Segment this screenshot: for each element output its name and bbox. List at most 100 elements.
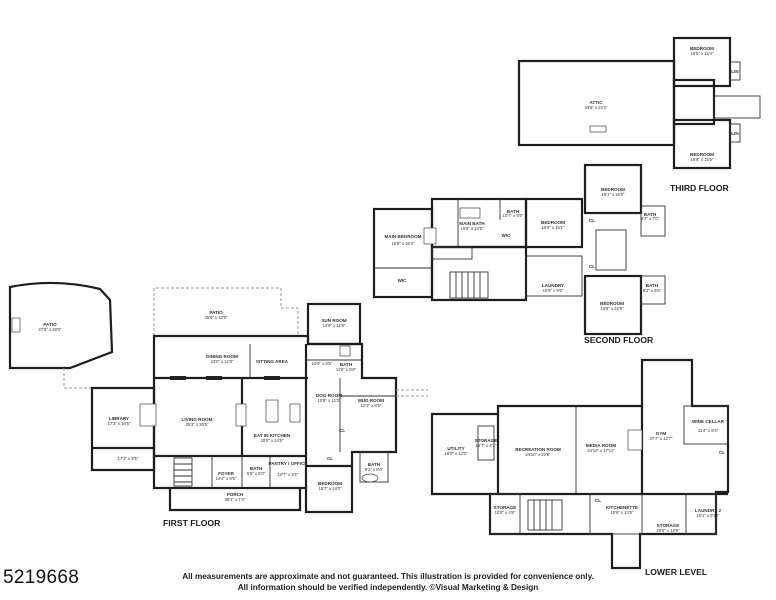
bath-2nd-c-label: BATH: [646, 283, 659, 288]
sun-room-dims: 13'9" x 11'8": [323, 323, 346, 328]
storage-a-label: STORAGE: [475, 438, 498, 443]
laundry-outline: [525, 255, 583, 297]
third-closet-top: [729, 61, 741, 81]
storage-c-dims: 20'5" x 13'9": [657, 528, 680, 533]
living-room-label: LIVING ROOM: [182, 417, 213, 422]
main-bedroom-label: MAIN BEDROOM: [384, 234, 421, 239]
storage-a-outline: [477, 425, 495, 461]
bed2-top-label: BEDROOM: [601, 187, 625, 192]
first-floor-plan: [8, 281, 428, 514]
attic-dims: 43'6" x 24'2": [585, 105, 608, 110]
first-floor-sink: [339, 345, 351, 357]
first-dims-109: 10'9" x 8'5": [312, 361, 333, 366]
first-cl-label: CL: [339, 428, 345, 433]
listing-id: 5219668: [3, 567, 80, 588]
mudroom-walkway: [396, 389, 428, 397]
wine-outline: [683, 405, 729, 445]
bed2-top-dims: 18'1" x 15'6": [602, 192, 625, 197]
porch-label: PORCH: [227, 492, 244, 497]
bed3-top-label: BEDROOM: [690, 46, 714, 51]
media-dims: 24'10" x 17'11": [587, 448, 615, 453]
disclaimer-line-1: All measurements are approximate and not…: [182, 572, 594, 581]
bath-2nd-b-outline: [640, 205, 666, 237]
main-bedroom-dims: 16'6" x 16'4": [392, 241, 415, 246]
main-bath-dims: 16'6" x 13'5": [461, 226, 484, 231]
lower-level-outline: [430, 358, 730, 570]
storage-b-outline: [489, 493, 521, 535]
lower-cl-label-2: CL: [719, 450, 725, 455]
porch-dims: 38'2" x 7'4": [225, 497, 246, 502]
lower-stairs: [527, 499, 563, 531]
second-floor-title: SECOND FLOOR: [584, 335, 654, 345]
wic-b-label: WIC: [502, 233, 512, 238]
patio-top-dims: 35'6" x 13'8": [205, 315, 228, 320]
bed2-bottom-outline: [583, 274, 643, 336]
pantry-dims: 10'7" x 9'2": [278, 472, 299, 477]
bath-2nd-c-outline: [640, 275, 666, 305]
dining-room-dims: 43'0" x 12'8": [211, 359, 234, 364]
bath-bed-first-outline: [359, 451, 389, 483]
kitchen-counter: [289, 403, 301, 423]
first-floor-title: FIRST FLOOR: [163, 518, 221, 528]
main-bath-label: MAIN BATH: [459, 221, 485, 226]
lower-level-title: LOWER LEVEL: [645, 567, 707, 577]
gym-dims: 37'7" x 12'7": [650, 436, 673, 441]
storage-c-label: STORAGE: [657, 523, 680, 528]
second-hall-outline: [430, 245, 528, 302]
first-cl-label-2: CL: [327, 456, 333, 461]
dog-room-label: DOG ROOM: [316, 393, 342, 398]
bedroom-first-label: BEDROOM: [318, 481, 342, 486]
kitchenette-dims: 10'6" x 10'5": [611, 510, 634, 515]
second-floor-stairs: [449, 271, 489, 299]
first-floor-tub: [361, 473, 379, 483]
laundry-dims: 15'9" x 9'5": [543, 288, 564, 293]
bath-2nd-b-dims: 9'2" x 7'0": [641, 216, 660, 221]
bath-2nd-b-label: BATH: [644, 212, 657, 217]
library-outline: [90, 386, 156, 472]
sitting-area-label: SITTING AREA: [256, 359, 289, 364]
kitchenette-outline: [589, 493, 643, 535]
third-linen-label: LIN: [731, 69, 739, 74]
bath-2nd-label: BATH: [507, 209, 520, 214]
recreation-dims: 24'10" x 22'8": [525, 452, 551, 457]
patio-top-outline: [153, 287, 299, 336]
patio-left-dims: 27'8" x 28'0": [39, 327, 62, 332]
storage-b-dims: 10'5" x 4'6": [495, 510, 516, 515]
bath-2nd-c-dims: 9'2" x 6'5": [643, 288, 662, 293]
wic-a-label: WIC: [398, 278, 408, 283]
wine-label: WINE CELLAR: [692, 419, 725, 424]
third-floor-title: THIRD FLOOR: [670, 183, 730, 193]
bath-first-label: BATH: [340, 362, 353, 367]
living-room-dims: 25'3" x 20'5": [186, 422, 209, 427]
library-fireplace: [139, 403, 157, 427]
sun-room-label: SUN ROOM: [321, 318, 346, 323]
mud-room-dims: 12'3" x 8'5": [361, 403, 382, 408]
main-bed-fireplace: [423, 227, 437, 245]
third-stair-outline: [713, 95, 761, 119]
library-dims: 17'3" x 16'6": [108, 421, 131, 426]
patio-top-label: PATIO: [209, 310, 223, 315]
kitchen-island: [265, 399, 279, 423]
bath-first-dims: 11'6" x 5'8": [336, 367, 357, 372]
laundry2-outline: [685, 493, 717, 535]
media-label: MEDIA ROOM: [586, 443, 616, 448]
storage-a-dims: 16'7" x 4'1": [476, 443, 497, 448]
bed2-top-outline: [583, 163, 643, 215]
bedroom-first-dims: 15'7" x 14'0": [319, 486, 342, 491]
third-closet-bottom: [729, 123, 741, 143]
bath-bed-first-label: BATH: [368, 462, 381, 467]
bed2-mid-outline: [524, 197, 584, 249]
patio-left-label: PATIO: [43, 322, 57, 327]
laundry2-label: LAUNDRY 2: [695, 508, 721, 513]
laundry-label: LAUNDRY: [542, 283, 564, 288]
porch-left-dims: 17'3" x 8'5": [118, 456, 139, 461]
second-stair-hall: [595, 229, 627, 271]
window-hatch: [206, 376, 222, 380]
patio-left-outline: [8, 281, 114, 370]
mud-room-label: MUD ROOM: [358, 398, 384, 403]
kitchenette-label: KITCHENETTE: [606, 505, 638, 510]
pantry-label: PANTRY / OFFICE: [269, 461, 308, 466]
bed3-top-dims: 16'5" x 15'4": [691, 51, 714, 56]
window-hatch: [264, 376, 280, 380]
